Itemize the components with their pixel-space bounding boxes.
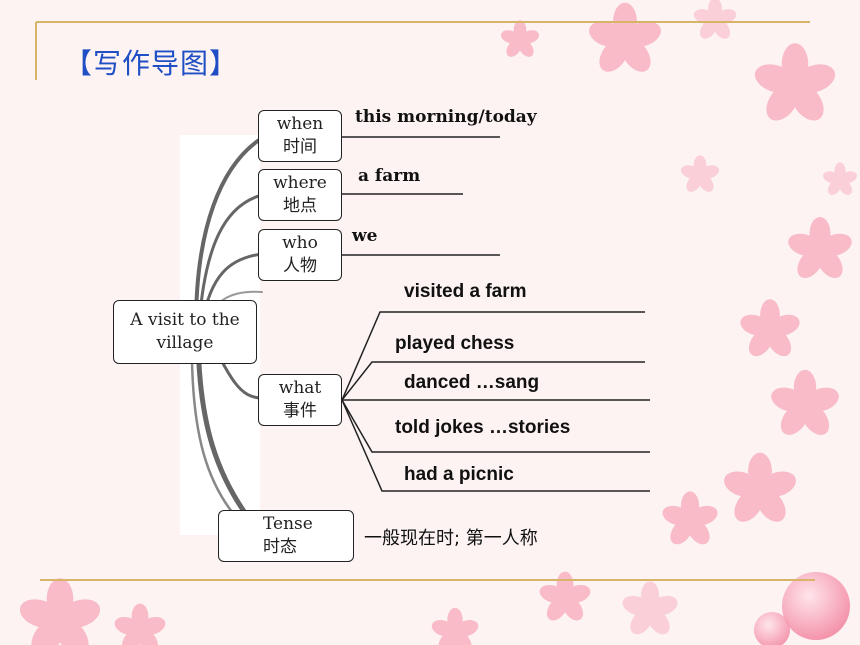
answer-when: this morning/today xyxy=(355,107,537,127)
node-center-line2: village xyxy=(156,333,214,353)
node-when: when 时间 xyxy=(258,110,342,162)
answer-tense: 一般现在时; 第一人称 xyxy=(364,528,538,549)
node-what-en: what xyxy=(278,378,322,398)
answer-what-4: told jokes …stories xyxy=(395,417,571,438)
node-tense-en: Tense xyxy=(263,514,313,534)
page-title: 【写作导图】 xyxy=(64,47,239,80)
node-where: where 地点 xyxy=(258,169,342,221)
node-who-en: who xyxy=(282,233,318,253)
answer-what-1: visited a farm xyxy=(404,281,527,302)
node-center-line1: A visit to the xyxy=(130,310,240,330)
answer-what-2: played chess xyxy=(395,333,515,354)
node-what-zh: 事件 xyxy=(283,401,317,421)
node-tense: Tense 时态 xyxy=(218,510,354,562)
node-when-en: when xyxy=(276,114,324,134)
answer-who: we xyxy=(352,226,378,246)
answer-what-5: had a picnic xyxy=(404,464,514,485)
node-what: what 事件 xyxy=(258,374,342,426)
node-who-zh: 人物 xyxy=(283,256,317,276)
answer-where: a farm xyxy=(358,166,421,186)
node-center: A visit to the village xyxy=(113,300,257,364)
node-tense-zh: 时态 xyxy=(263,537,297,557)
node-when-zh: 时间 xyxy=(283,137,317,157)
node-where-en: where xyxy=(273,173,327,193)
node-where-zh: 地点 xyxy=(283,196,317,216)
answer-what-3: danced …sang xyxy=(404,372,540,393)
node-who: who 人物 xyxy=(258,229,342,281)
